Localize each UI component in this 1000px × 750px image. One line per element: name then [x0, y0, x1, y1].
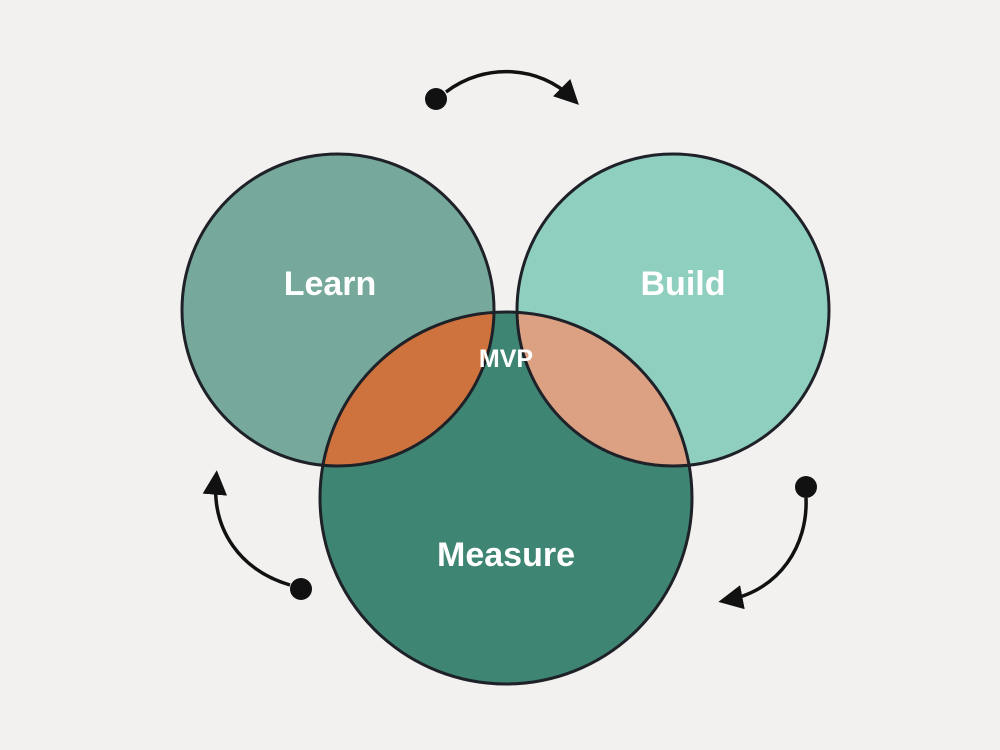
top-cycle-arrow: [425, 69, 579, 110]
left-arrow-dot: [290, 578, 312, 600]
mvp-label: MVP: [479, 345, 533, 373]
left-cycle-arrow: [202, 470, 312, 600]
build-measure-overlap: [517, 312, 692, 466]
measure-outline: [318, 310, 694, 686]
left-arrow-curve: [202, 470, 291, 587]
learn-outline: [180, 152, 496, 468]
measure-label: Measure: [437, 536, 575, 574]
top-arrow-curve: [444, 69, 579, 105]
learn-label: Learn: [284, 265, 377, 303]
learn-measure-overlap: [320, 312, 494, 466]
build-label: Build: [641, 265, 726, 303]
build-outline: [515, 152, 831, 468]
top-arrow-dot: [425, 88, 447, 110]
right-arrow-dot: [795, 476, 817, 498]
right-cycle-arrow: [718, 476, 817, 610]
right-arrow-curve: [718, 497, 808, 610]
